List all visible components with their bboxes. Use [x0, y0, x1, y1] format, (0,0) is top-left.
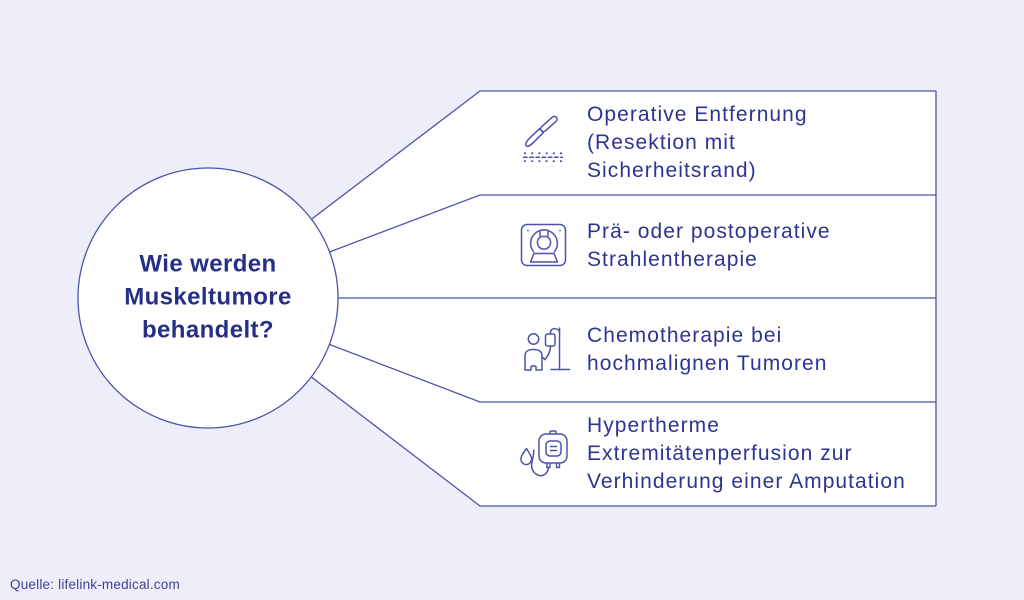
scalpel-icon: [522, 115, 564, 162]
treatment-label-4: Hypertherme Extremitätenperfusion zur Ve…: [587, 414, 906, 493]
question-circle: [77, 167, 339, 429]
patient-iv-drip-icon: [524, 327, 571, 371]
treatment-label-2: Prä- oder postoperative Strahlentherapie: [587, 220, 831, 271]
treatment-label-1: Operative Entfernung (Resektion mit Sich…: [587, 103, 808, 182]
infusion-bag-icon: [520, 430, 568, 477]
source-credit: Quelle: lifelink-medical.com: [10, 577, 180, 592]
question-title: Wie werden Muskeltumore behandelt?: [124, 250, 292, 344]
treatment-label-3: Chemotherapie bei hochmalignen Tumoren: [587, 324, 828, 375]
radiotherapy-machine-icon: [520, 223, 567, 267]
